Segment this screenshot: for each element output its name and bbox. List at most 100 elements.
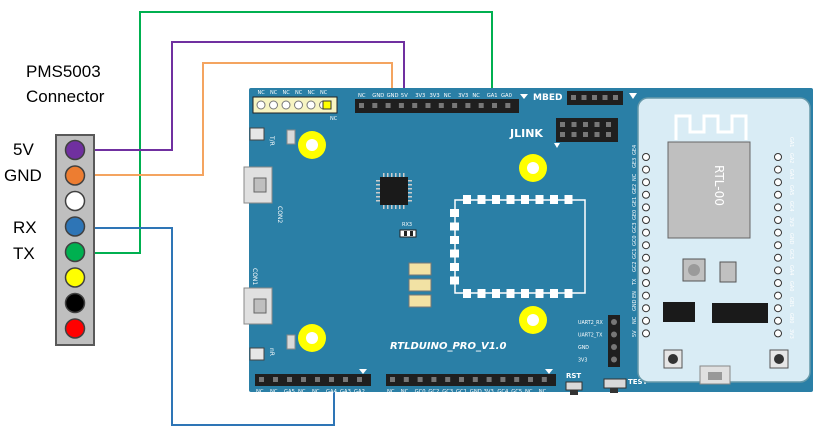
header-pin bbox=[301, 377, 306, 382]
header-pin bbox=[611, 331, 617, 338]
pin-label-rx: RX bbox=[13, 218, 37, 237]
header-pin bbox=[606, 132, 611, 137]
tr-label: T/R bbox=[268, 135, 275, 146]
mcu-chip bbox=[380, 177, 408, 205]
module-pin-label: GE3 bbox=[632, 158, 638, 168]
module-pin bbox=[642, 203, 650, 212]
header-left-top-sublabel: NC bbox=[330, 116, 338, 122]
chip-leg bbox=[376, 180, 380, 182]
header-pin-label: GC4 bbox=[497, 389, 509, 395]
header-pin bbox=[287, 377, 292, 382]
mount-hole-center bbox=[527, 314, 539, 326]
header-pin bbox=[357, 377, 362, 382]
arrow-marker-top bbox=[520, 94, 528, 99]
header-pin-label: GC5 bbox=[511, 389, 522, 395]
header-pin-label: GA4 bbox=[326, 389, 338, 395]
module-pad bbox=[450, 222, 459, 231]
module-pin-label: NC bbox=[632, 173, 638, 181]
module-pin-label: GA1 bbox=[788, 137, 794, 147]
pin-label-tx: TX bbox=[13, 244, 35, 263]
module-pad bbox=[506, 289, 515, 298]
header-pin bbox=[500, 377, 506, 382]
chip-leg bbox=[383, 205, 385, 209]
module-pin bbox=[642, 291, 650, 300]
nr-button bbox=[249, 347, 265, 361]
rst-button bbox=[565, 381, 583, 391]
header-pin bbox=[269, 100, 278, 110]
chip-leg bbox=[399, 173, 401, 177]
header-pin-label: NC bbox=[308, 90, 316, 96]
header-bottom-left bbox=[255, 374, 371, 386]
module-pin bbox=[642, 241, 650, 250]
chip-leg bbox=[408, 192, 412, 194]
usb-serial-chip bbox=[712, 303, 768, 323]
header-pin-label: NC bbox=[320, 90, 328, 96]
module-outline bbox=[454, 199, 586, 294]
module-pin bbox=[642, 266, 650, 275]
chip-leg bbox=[399, 205, 401, 209]
module-pin-label: GC0 bbox=[632, 235, 638, 246]
module-pad bbox=[535, 195, 544, 204]
header-pin bbox=[505, 103, 511, 108]
module-pin-label: 5V bbox=[632, 330, 638, 337]
chip-leg bbox=[383, 173, 385, 177]
header-pin-label: NC bbox=[539, 389, 547, 395]
mount-hole-center bbox=[527, 162, 539, 174]
rx3-component bbox=[399, 229, 417, 238]
module-pad bbox=[521, 195, 529, 204]
header-pin bbox=[571, 122, 577, 127]
rst-button-base bbox=[570, 390, 578, 395]
module-pin-label: GE1 bbox=[632, 197, 638, 207]
module-pad bbox=[550, 195, 558, 204]
module-pin bbox=[774, 253, 782, 262]
header-pin-label: NC bbox=[444, 93, 452, 99]
header-pin-label: GC0 bbox=[415, 389, 426, 395]
module-pin-label: TX bbox=[632, 278, 638, 286]
connector-pin bbox=[64, 139, 86, 161]
module-pad bbox=[450, 236, 459, 244]
module-pin bbox=[774, 266, 782, 275]
header-pin-label: 3V3 bbox=[430, 93, 440, 99]
module-pin bbox=[642, 228, 650, 237]
chip-leg bbox=[408, 180, 412, 182]
module-pad bbox=[450, 276, 459, 285]
rtl00-module bbox=[637, 97, 811, 383]
header-pin-label: GC2 bbox=[428, 389, 439, 395]
rst-label: RST bbox=[566, 372, 581, 380]
header-pin-label: NC bbox=[312, 389, 320, 395]
header-pin bbox=[602, 95, 608, 100]
module-pin-label: NC bbox=[632, 316, 638, 324]
module-pad bbox=[506, 195, 515, 204]
header-pin-label: 5V bbox=[401, 93, 408, 99]
header-pin bbox=[581, 95, 587, 100]
module-pin bbox=[774, 304, 782, 313]
board-name: RTLDUINO_PRO_V1.0 bbox=[390, 341, 506, 352]
module-pin-label: GA0 bbox=[788, 281, 794, 291]
header-pin-label: NC bbox=[358, 93, 366, 99]
tr-button bbox=[249, 127, 265, 141]
module-pad bbox=[564, 195, 573, 204]
module-pin-label: GC4 bbox=[788, 201, 794, 212]
header-pin-label: GND bbox=[372, 93, 384, 99]
header-pin bbox=[594, 122, 600, 127]
connector-pin bbox=[64, 190, 86, 212]
header-pin bbox=[315, 377, 320, 382]
module-pad bbox=[521, 289, 529, 298]
module-pin-label: 3V3 bbox=[788, 217, 794, 227]
module-pin-label: EN bbox=[632, 291, 638, 298]
header-pin-label: NC bbox=[295, 90, 303, 96]
module-pin bbox=[642, 316, 650, 325]
connector-pin bbox=[64, 165, 86, 186]
header-pin bbox=[560, 132, 565, 137]
header-pin bbox=[273, 377, 278, 382]
module-pin bbox=[774, 153, 782, 161]
header-pin-label: GC1 bbox=[456, 389, 467, 395]
header-pin-label: GA1 bbox=[487, 93, 498, 99]
header-pin-square bbox=[322, 100, 332, 110]
module-pin-label: GE4 bbox=[632, 145, 638, 155]
wires bbox=[75, 11, 493, 426]
chip-leg bbox=[391, 205, 393, 209]
header-pin bbox=[613, 95, 618, 100]
